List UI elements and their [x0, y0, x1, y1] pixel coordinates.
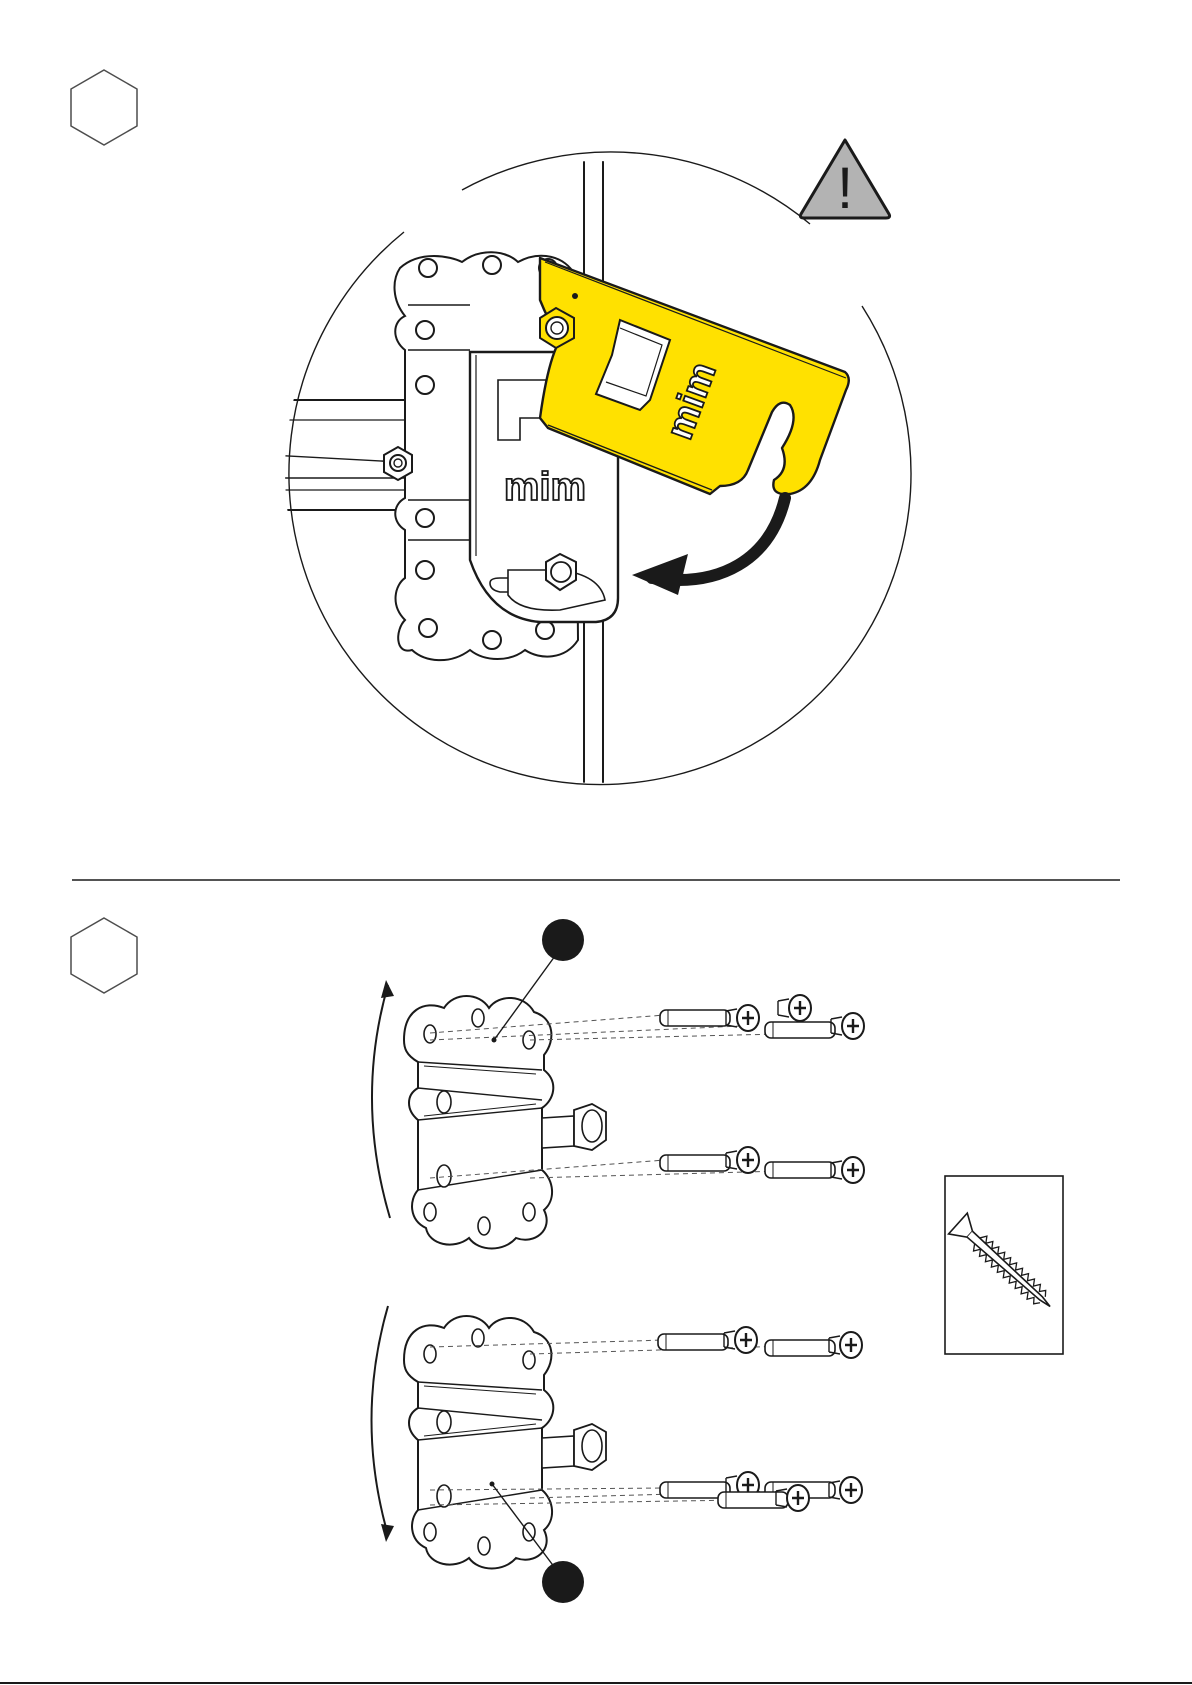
bracket-brand: mim [504, 465, 586, 509]
detail-view: mim mim [270, 150, 911, 800]
screw-legend [945, 1176, 1063, 1354]
hinge-assembly-top [372, 919, 864, 1249]
hinge-assembly-bottom [372, 1306, 863, 1603]
warning-symbol: ! [837, 156, 853, 221]
swing-arrow-up [372, 985, 390, 1218]
rotate-arrow-icon [632, 498, 785, 595]
screw-plug-pair [660, 995, 864, 1183]
hex-nut [384, 447, 412, 480]
hinge-leaf-bottom [404, 1316, 606, 1569]
step-one-badge [71, 70, 137, 145]
swing-arrow-down [372, 1306, 389, 1535]
step-two-badge [71, 918, 137, 993]
warning-triangle-icon: ! [800, 140, 889, 221]
screw-plug-pair [658, 1327, 862, 1511]
